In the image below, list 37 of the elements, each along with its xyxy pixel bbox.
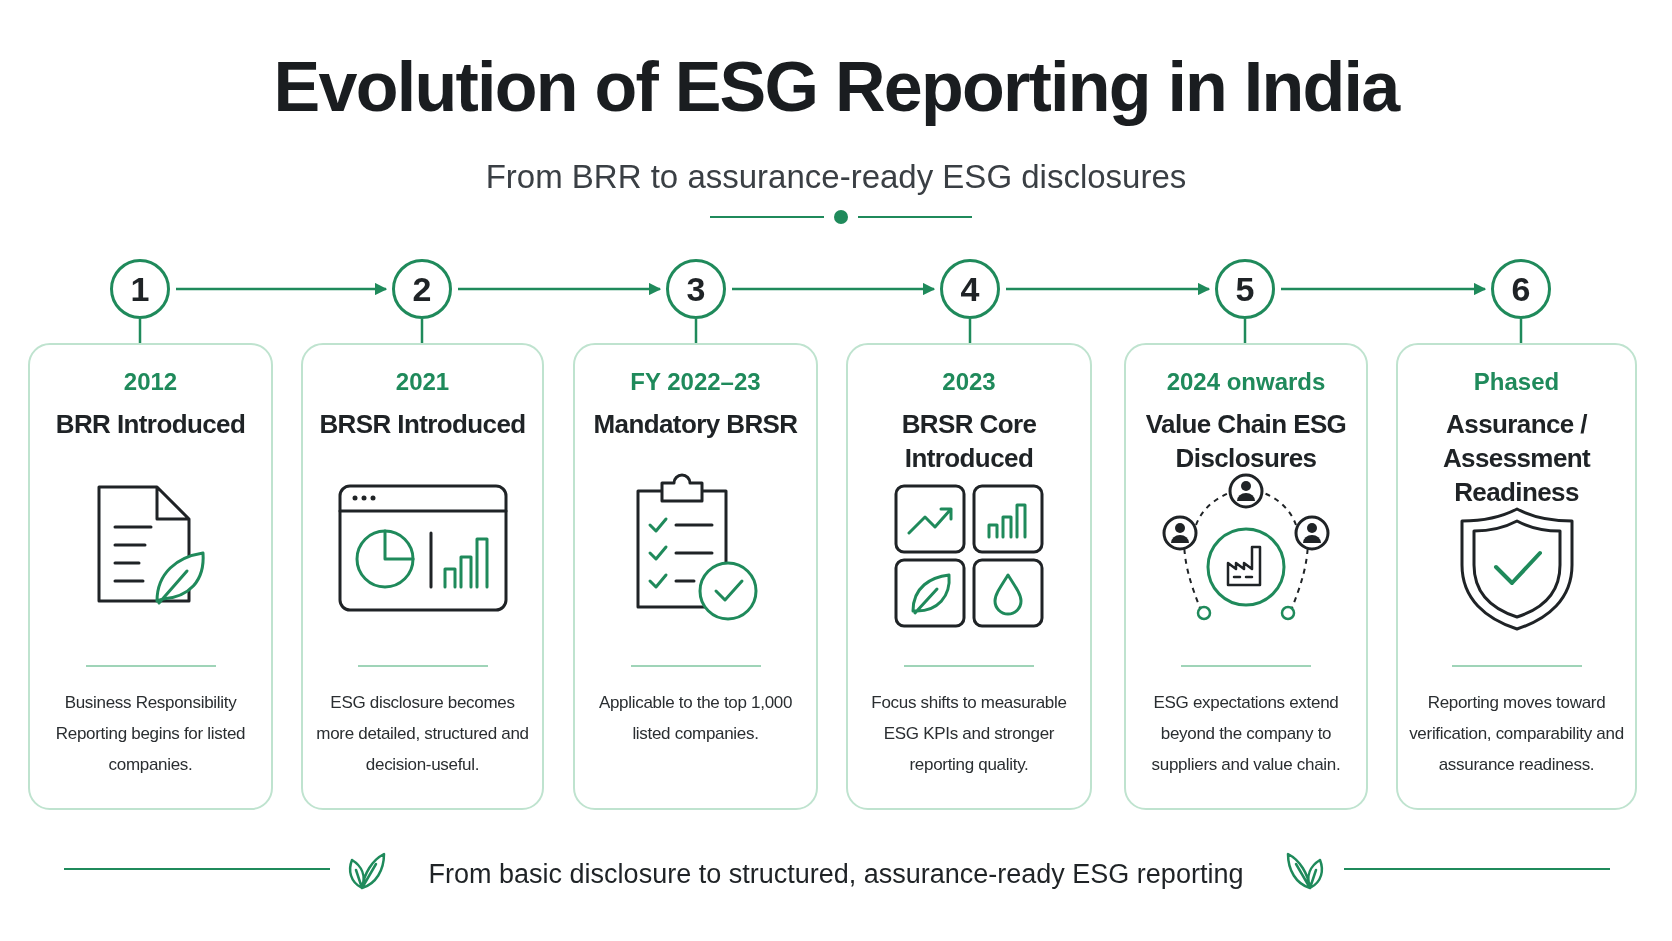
arrow [1006, 282, 1211, 296]
subtitle: From BRR to assurance-ready ESG disclosures [485, 157, 1187, 197]
milestone-description: Applicable to the top 1,000 listed companies. [597, 692, 794, 745]
connector-line [138, 319, 142, 343]
year-label: 2024 onwards [1165, 367, 1327, 397]
connector-line [420, 319, 424, 343]
year-label: 2023 [941, 367, 997, 397]
milestone-card [846, 343, 1092, 810]
connector-line [968, 319, 972, 343]
milestone-description: Reporting moves toward verification, comparability and assurance readiness. [1408, 692, 1625, 776]
milestone-card [1396, 343, 1637, 810]
connector-line [1243, 319, 1247, 343]
milestone-heading: BRSR Core Introduced [900, 408, 1038, 475]
milestone-heading: BRSR Introduced [318, 408, 527, 441]
year-label: 2021 [394, 367, 451, 397]
milestone-heading: Value Chain ESG Disclosures [1144, 408, 1348, 475]
connector-line [1519, 319, 1523, 343]
milestone-heading: Mandatory BRSR [592, 408, 799, 441]
milestone-description: Focus shifts to measurable ESG KPIs and stronger reporting quality. [870, 692, 1068, 776]
milestone-description: Business Responsibility Reporting begins for listed companies. [54, 692, 247, 776]
milestone-description: ESG expectations extend beyond the company to suppliers and value chain. [1150, 692, 1342, 776]
connector-line [694, 319, 698, 343]
arrow [176, 282, 388, 296]
year-label: Phased [1472, 367, 1561, 397]
milestone-card [301, 343, 544, 810]
footer-tagline: From basic disclosure to structured, assurance-ready ESG reporting [428, 858, 1244, 891]
arrow [1281, 282, 1487, 296]
arrow [458, 282, 662, 296]
milestone-card [28, 343, 273, 810]
arrow [732, 282, 936, 296]
milestone-heading: Assurance / Assessment Readiness [1441, 408, 1592, 509]
year-label: FY 2022–23 [629, 367, 762, 397]
milestone-card [573, 343, 818, 810]
milestone-card [1124, 343, 1368, 810]
milestone-heading: BRR Introduced [54, 408, 247, 441]
milestone-description: ESG disclosure becomes more detailed, structured and decision-useful. [315, 692, 530, 776]
year-label: 2012 [122, 367, 179, 397]
